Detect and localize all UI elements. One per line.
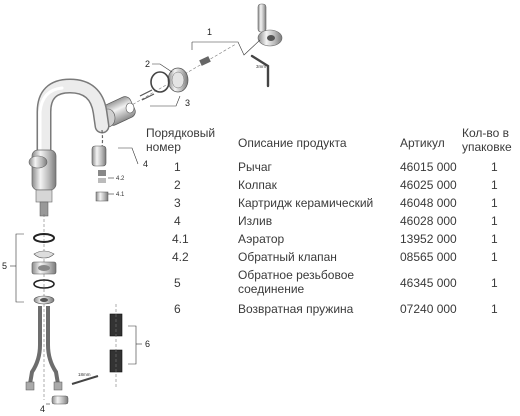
- row-4-1-description: Аэратор: [238, 232, 285, 246]
- row-2-article: 46025 000: [400, 178, 457, 192]
- row-1-number: 1: [174, 160, 181, 174]
- row-5-article: 46345 000: [400, 276, 457, 290]
- label-4: 4: [143, 159, 148, 169]
- row-1-quantity: 1: [491, 160, 498, 174]
- label-5: 5: [2, 261, 7, 271]
- row-3-description: Картридж керамический: [238, 196, 374, 210]
- label-1: 1: [207, 27, 212, 37]
- row-4-2-article: 08565 000: [400, 250, 457, 264]
- row-5-description: Обратное резьбовое соединение: [238, 268, 355, 296]
- header-number: Порядковый номер: [146, 126, 216, 154]
- lever-part: [257, 3, 283, 47]
- row-1-description: Рычаг: [238, 160, 272, 174]
- return-spring-part: [109, 304, 123, 388]
- row-4-1-number: 4.1: [172, 232, 189, 246]
- row-6-number: 6: [174, 302, 181, 316]
- row-5-number: 5: [174, 276, 181, 290]
- header-quantity: Кол-во в упаковке: [462, 126, 512, 154]
- label-4-1: 4.1: [116, 192, 125, 198]
- row-5-quantity: 1: [491, 276, 498, 290]
- row-2-description: Колпак: [238, 178, 277, 192]
- header-article: Артикул: [400, 136, 445, 150]
- row-4-description: Излив: [238, 214, 273, 228]
- label-2: 2: [145, 59, 150, 69]
- label-3: 3: [185, 98, 190, 108]
- supply-hoses: [25, 306, 63, 391]
- reverse-threaded-connection-part: [31, 233, 57, 305]
- hex-key-size-label: 3mm: [256, 64, 266, 69]
- hex-key-tool: 3mm: [250, 54, 270, 88]
- row-4-number: 4: [174, 214, 181, 228]
- row-3-article: 46048 000: [400, 196, 457, 210]
- row-4-1-quantity: 1: [491, 232, 498, 246]
- row-6-article: 07240 000: [400, 302, 457, 316]
- row-4-2-description: Обратный клапан: [238, 250, 337, 264]
- wrench-tool: 18mm: [71, 372, 99, 385]
- row-2-number: 2: [174, 178, 181, 192]
- label-4-2: 4.2: [116, 176, 125, 182]
- row-6-quantity: 1: [491, 302, 498, 316]
- row-2-quantity: 1: [491, 178, 498, 192]
- label-4-bottom: 4: [40, 404, 45, 414]
- mounting-fitting: [51, 395, 69, 405]
- row-4-2-number: 4.2: [172, 250, 189, 264]
- header-description: Описание продукта: [238, 136, 347, 150]
- row-6-description: Возвратная пружина: [238, 302, 354, 316]
- cap-part: [150, 56, 211, 93]
- label-6: 6: [145, 339, 150, 349]
- row-4-2-quantity: 1: [491, 250, 498, 264]
- row-3-number: 3: [174, 196, 181, 210]
- row-3-quantity: 1: [491, 196, 498, 210]
- wrench-size-label: 18mm: [78, 372, 91, 377]
- row-4-article: 46028 000: [400, 214, 457, 228]
- row-4-quantity: 1: [491, 214, 498, 228]
- spout-part: [28, 78, 110, 217]
- aerator-parts: [95, 170, 109, 202]
- row-1-article: 46015 000: [400, 160, 457, 174]
- row-4-1-article: 13952 000: [400, 232, 457, 246]
